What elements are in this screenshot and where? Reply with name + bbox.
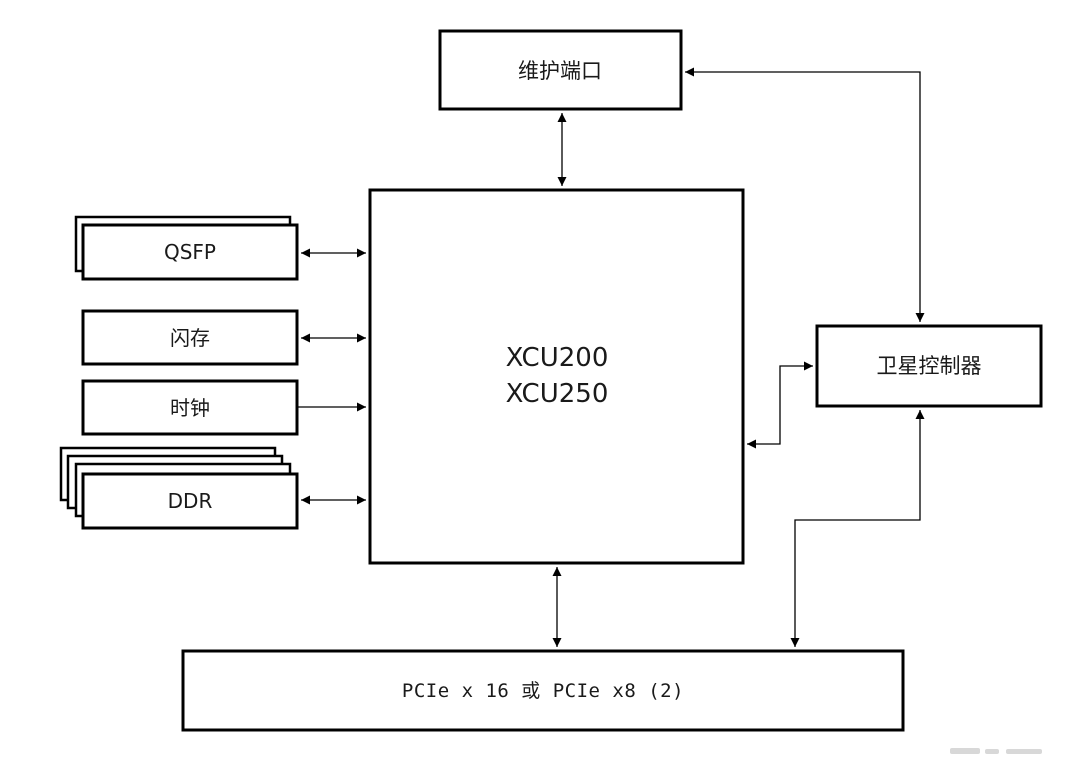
satellite-controller-label: 卫星控制器 xyxy=(877,354,982,378)
watermark xyxy=(950,748,1042,754)
pcie-block: PCIe x 16 或 PCIe x8 (2) xyxy=(181,649,905,732)
qsfp-label: QSFP xyxy=(164,240,216,264)
arrow-maintenance-satellite xyxy=(685,67,925,322)
flash-block: 闪存 xyxy=(81,309,299,366)
maintenance-port-block: 维护端口 xyxy=(438,29,683,111)
arrow-satellite-pcie xyxy=(790,410,925,647)
qsfp-block: QSFP xyxy=(74,215,299,281)
ddr-block: DDR xyxy=(59,446,299,530)
flash-label: 闪存 xyxy=(170,326,210,350)
clock-label: 时钟 xyxy=(170,396,210,420)
arrow-fpga-satellite xyxy=(747,361,813,449)
fpga-block: XCU200 XCU250 xyxy=(368,188,745,565)
fpga-label-line2: XCU250 xyxy=(506,379,609,409)
pcie-label: PCIe x 16 或 PCIe x8 (2) xyxy=(402,680,684,702)
satellite-controller-block: 卫星控制器 xyxy=(815,324,1043,408)
maintenance-port-label: 维护端口 xyxy=(518,59,602,83)
clock-block: 时钟 xyxy=(81,379,299,436)
fpga-label-line1: XCU200 xyxy=(506,343,609,373)
ddr-label: DDR xyxy=(168,489,213,513)
